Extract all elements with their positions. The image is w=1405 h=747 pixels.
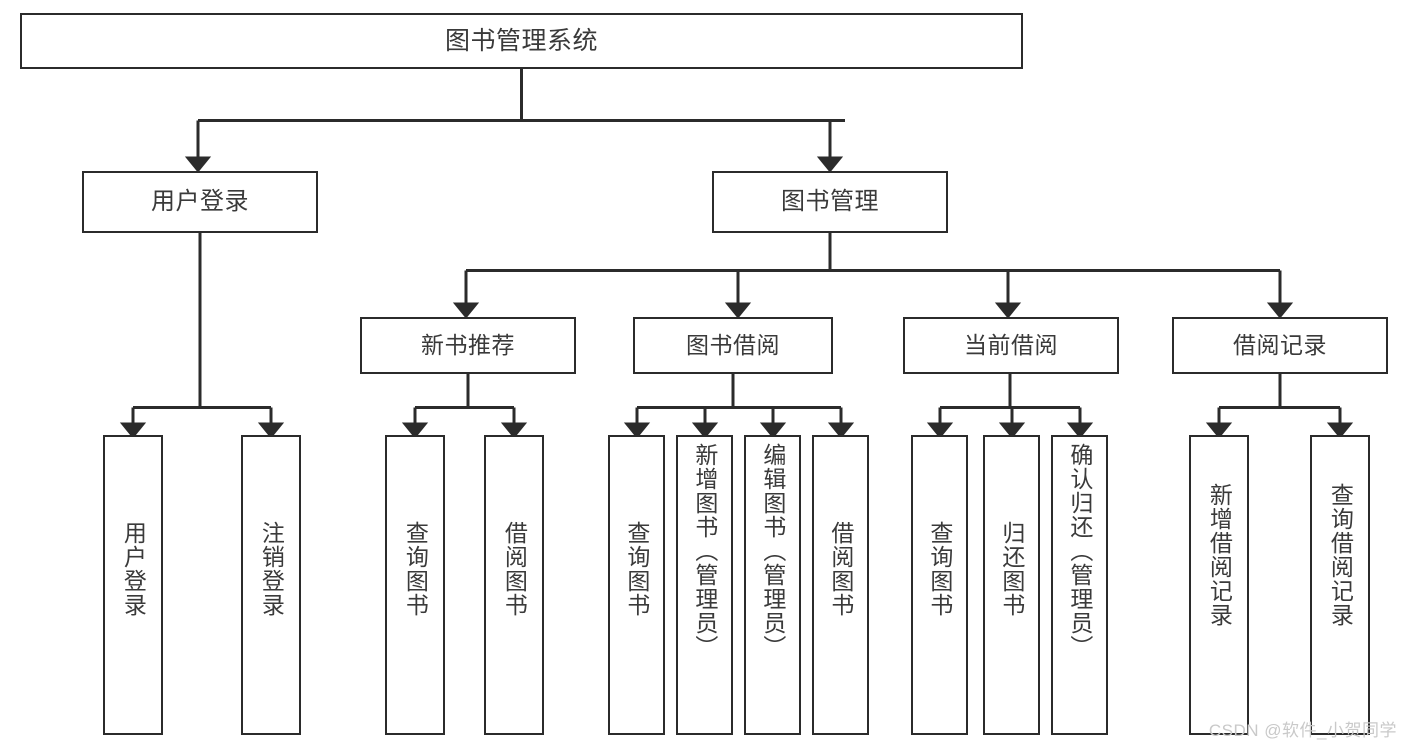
leaf-return-book[interactable]: 归还图书 <box>983 435 1040 735</box>
node-label: 图书管理 <box>781 188 879 216</box>
node-label: 编辑图书（管理员） <box>759 443 786 659</box>
leaf-logout[interactable]: 注销登录 <box>241 435 301 735</box>
node-book-borrow[interactable]: 图书借阅 <box>633 317 833 374</box>
node-label: 图书管理系统 <box>444 26 598 55</box>
node-label: 归还图书 <box>998 521 1025 617</box>
leaf-borrow-book-recommend[interactable]: 借阅图书 <box>484 435 544 735</box>
node-root[interactable]: 图书管理系统 <box>20 13 1023 69</box>
node-label: 新增图书（管理员） <box>691 443 718 659</box>
node-label: 借阅图书 <box>827 521 854 617</box>
leaf-borrow-book[interactable]: 借阅图书 <box>812 435 869 735</box>
leaf-add-borrow-record[interactable]: 新增借阅记录 <box>1189 435 1249 735</box>
leaf-query-book-recommend[interactable]: 查询图书 <box>385 435 445 735</box>
watermark: CSDN @软件_小贺同学 <box>1208 721 1397 740</box>
leaf-query-book-borrow[interactable]: 查询图书 <box>608 435 665 735</box>
node-label: 查询借阅记录 <box>1327 483 1354 627</box>
node-book-management[interactable]: 图书管理 <box>712 171 948 233</box>
leaf-edit-book-admin[interactable]: 编辑图书（管理员） <box>744 435 801 735</box>
node-label: 图书借阅 <box>686 332 780 359</box>
node-borrow-records[interactable]: 借阅记录 <box>1172 317 1388 374</box>
node-label: 确认归还（管理员） <box>1066 443 1093 659</box>
node-label: 新增借阅记录 <box>1206 483 1233 627</box>
leaf-add-book-admin[interactable]: 新增图书（管理员） <box>676 435 733 735</box>
node-label: 用户登录 <box>151 188 249 216</box>
node-label: 用户登录 <box>120 521 147 617</box>
node-label: 查询图书 <box>623 521 650 617</box>
leaf-user-login[interactable]: 用户登录 <box>103 435 163 735</box>
leaf-query-borrow-record[interactable]: 查询借阅记录 <box>1310 435 1370 735</box>
node-label: 借阅图书 <box>501 521 528 617</box>
node-label: 新书推荐 <box>421 332 515 359</box>
node-label: 注销登录 <box>258 521 285 617</box>
leaf-query-book-current[interactable]: 查询图书 <box>911 435 968 735</box>
node-label: 借阅记录 <box>1233 332 1327 359</box>
node-label: 查询图书 <box>402 521 429 617</box>
node-user-login[interactable]: 用户登录 <box>82 171 318 233</box>
node-label: 当前借阅 <box>964 332 1058 359</box>
node-current-borrow[interactable]: 当前借阅 <box>903 317 1119 374</box>
leaf-confirm-return-admin[interactable]: 确认归还（管理员） <box>1051 435 1108 735</box>
node-new-book-recommend[interactable]: 新书推荐 <box>360 317 576 374</box>
node-label: 查询图书 <box>926 521 953 617</box>
